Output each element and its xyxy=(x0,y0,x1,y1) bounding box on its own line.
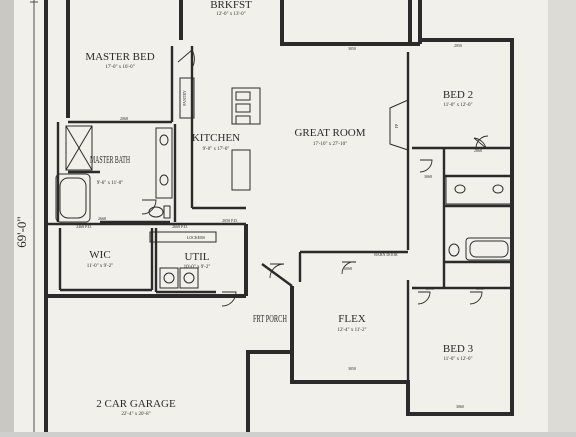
door-mark: 2668 P.D. xyxy=(172,224,188,229)
left-shadow xyxy=(0,0,14,432)
room-kitchen-size: 9'-0" x 17'-0" xyxy=(203,147,230,152)
barn-door-label: BARN DOOR xyxy=(374,252,398,257)
walls xyxy=(44,0,514,432)
room-wic-size: 11'-0" x 9'-2" xyxy=(87,264,114,269)
room-master-bath-name: MASTER BATH xyxy=(90,154,130,166)
room-bed3-size: 11'-0" x 12'-0" xyxy=(443,357,472,362)
interior-walls xyxy=(46,46,512,382)
overall-dimension-text: 69'-0" xyxy=(14,216,29,247)
room-master-bed-size: 17'-0" x 16'-0" xyxy=(105,65,134,70)
overall-dimension-line xyxy=(30,0,38,432)
door-mark: 2050 xyxy=(426,286,434,291)
pantry-label: PANTRY xyxy=(182,90,187,106)
lockers-label: LOCKERS xyxy=(187,235,205,240)
door-mark: 6068 xyxy=(344,266,352,271)
room-util-name: UTIL xyxy=(184,251,209,263)
room-flex-name: FLEX xyxy=(338,313,366,325)
room-util-size: 10'-0" x 9'-2" xyxy=(184,265,211,270)
door-marks: 3050 2050 2068 3068 2868 2668 2050 P.D. … xyxy=(76,43,484,409)
room-bed2-size: 11'-0" x 12'-0" xyxy=(443,103,472,108)
door-mark: 3050 xyxy=(476,286,484,291)
door-mark: 2050 P.D. xyxy=(222,218,238,223)
fixtures xyxy=(55,77,513,289)
right-shadow xyxy=(548,0,576,432)
door-mark: 3050 xyxy=(348,366,356,371)
room-wic-name: WIC xyxy=(89,249,110,261)
door-mark: 3060 xyxy=(456,404,464,409)
room-great-room-size: 17'-10" x 27'-10" xyxy=(313,142,347,147)
room-kitchen-name: KITCHEN xyxy=(192,132,240,144)
door-mark: 3050 xyxy=(348,46,356,51)
room-bed3-name: BED 3 xyxy=(443,343,474,355)
room-brkfst-name: BRKFST xyxy=(210,0,252,11)
room-master-bed-name: MASTER BED xyxy=(85,51,154,63)
door-mark: 2050 xyxy=(454,43,462,48)
room-bed2-name: BED 2 xyxy=(443,89,473,101)
door-mark: 3068 xyxy=(424,174,432,179)
room-garage-name: 2 CAR GARAGE xyxy=(96,398,176,410)
door-mark: 2868 xyxy=(474,148,482,153)
room-great-room-name: GREAT ROOM xyxy=(294,127,365,139)
room-frt-porch-name: FRT PORCH xyxy=(253,313,287,325)
door-mark: 2668 xyxy=(98,216,106,221)
fireplace-label: FP xyxy=(394,123,399,128)
room-master-bath-size: 9'-6" x 11'-0" xyxy=(97,181,124,186)
door-mark: 2068 xyxy=(120,116,128,121)
door-mark: 2468 P.D. xyxy=(76,224,92,229)
room-brkfst-size: 12'-0" x 13'-0" xyxy=(216,12,245,17)
door-swings xyxy=(141,49,489,307)
room-flex-size: 12'-4" x 11'-2" xyxy=(337,328,366,333)
room-garage-size: 22'-4" x 20'-8" xyxy=(121,412,150,417)
